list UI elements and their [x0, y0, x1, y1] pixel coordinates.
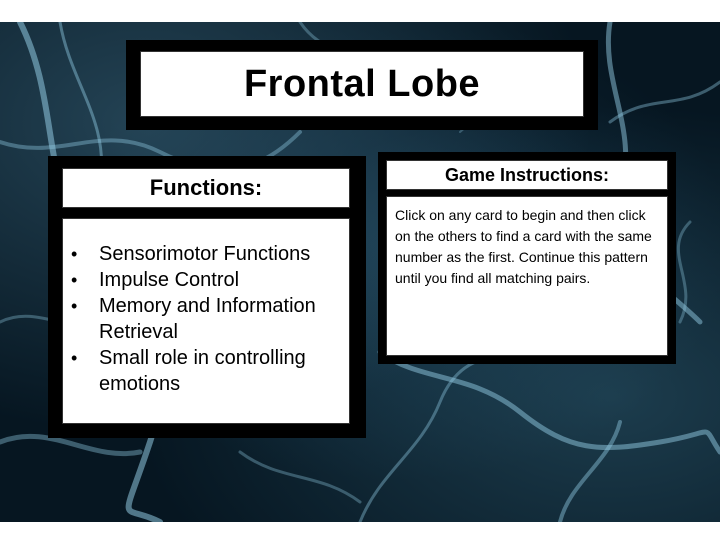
- functions-list: • Sensorimotor Functions • Impulse Control…: [67, 241, 341, 397]
- title-box: Frontal Lobe: [140, 51, 584, 117]
- slide: Frontal Lobe Functions: • Sensorimotor Fu…: [0, 22, 720, 522]
- instructions-heading-box: Game Instructions:: [386, 160, 668, 190]
- bullet-icon: •: [71, 244, 78, 264]
- bullet-icon: •: [71, 348, 78, 368]
- function-item-label: Impulse Control: [99, 269, 240, 291]
- title-frame: Frontal Lobe: [126, 40, 598, 130]
- function-item-label: Memory and Information Retrieval: [99, 295, 316, 343]
- functions-list-box: • Sensorimotor Functions • Impulse Control…: [62, 218, 350, 424]
- function-item-label: Sensorimotor Functions: [99, 243, 311, 265]
- instructions-body-box: Click on any card to begin and then clic…: [386, 196, 668, 356]
- bullet-icon: •: [71, 296, 78, 316]
- instructions-panel: Game Instructions: Click on any card to …: [378, 152, 676, 364]
- function-item: • Memory and Information Retrieval: [67, 293, 341, 345]
- page-title: Frontal Lobe: [243, 62, 481, 105]
- functions-heading: Functions:: [149, 175, 263, 200]
- function-item-label: Small role in controlling emotions: [99, 347, 306, 395]
- functions-heading-box: Functions:: [62, 168, 350, 208]
- bullet-icon: •: [71, 270, 78, 290]
- instructions-heading: Game Instructions:: [444, 164, 610, 185]
- instructions-text: Click on any card to begin and then clic…: [395, 207, 652, 286]
- functions-panel: Functions: • Sensorimotor Functions • Impu…: [48, 156, 366, 438]
- function-item: • Small role in controlling emotions: [67, 345, 341, 397]
- function-item: • Sensorimotor Functions: [67, 241, 341, 267]
- function-item: • Impulse Control: [67, 267, 341, 293]
